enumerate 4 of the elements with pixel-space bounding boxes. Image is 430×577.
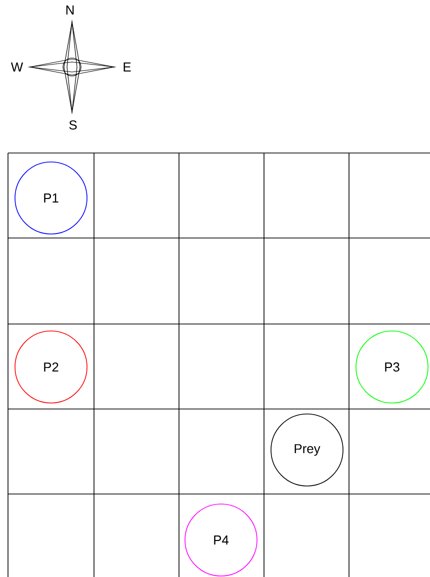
compass-letter: N [66,6,74,14]
compass-letter: W [10,62,24,72]
compass-letter: S [69,120,77,130]
compass-letter: E [124,62,131,72]
